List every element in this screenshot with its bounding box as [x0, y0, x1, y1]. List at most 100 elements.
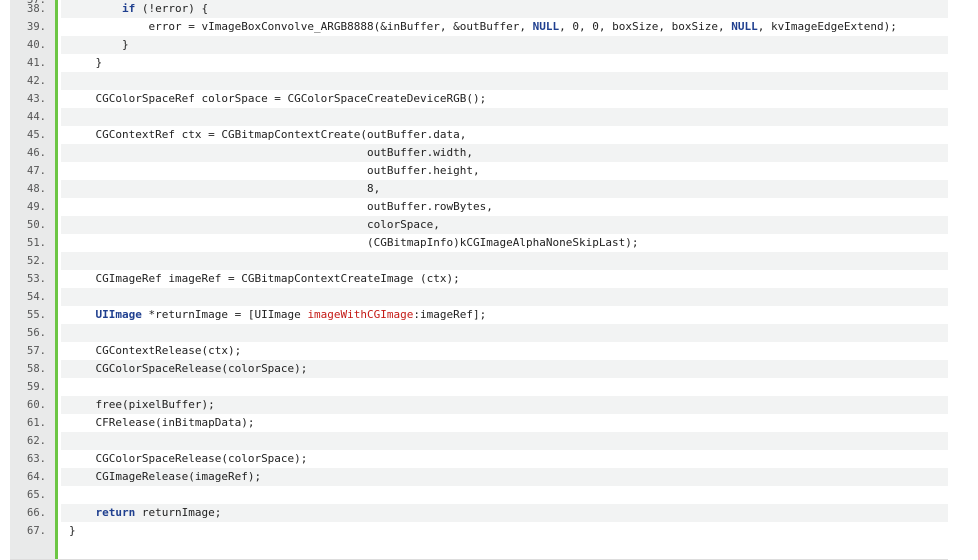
line-code: free(pixelBuffer); — [61, 396, 948, 414]
code-line: 54. — [10, 288, 948, 306]
line-code: if (!error) { — [61, 0, 948, 18]
indent-space — [69, 488, 96, 501]
code-token: CGColorSpaceRelease(colorSpace); — [95, 362, 308, 375]
indent-space — [69, 380, 96, 393]
line-code: 8, — [61, 180, 948, 198]
line-code: CGImageRelease(imageRef); — [61, 468, 948, 486]
code-token: (!error) { — [135, 2, 209, 15]
code-line: 44. — [10, 108, 948, 126]
code-line: 56. — [10, 324, 948, 342]
code-line: 63. CGColorSpaceRelease(colorSpace); — [10, 450, 948, 468]
code-token: outBuffer.height, — [95, 164, 480, 177]
line-number: 50. — [27, 219, 46, 231]
line-number: 55. — [27, 309, 46, 321]
code-token: outBuffer.rowBytes, — [95, 200, 493, 213]
line-number: 67. — [27, 525, 46, 537]
code-line: 42. — [10, 72, 948, 90]
line-number: 46. — [27, 147, 46, 159]
indent-space — [69, 146, 96, 159]
code-token: CFRelease(inBitmapData); — [95, 416, 255, 429]
line-number: 42. — [27, 75, 46, 87]
line-number: 65. — [27, 489, 46, 501]
code-token: colorSpace, — [95, 218, 440, 231]
code-line: 62. — [10, 432, 948, 450]
line-code: } — [61, 36, 948, 54]
indent-space — [69, 344, 96, 357]
code-line: 50. colorSpace, — [10, 216, 948, 234]
indent-space — [69, 2, 96, 15]
line-number: 44. — [27, 111, 46, 123]
indent-space — [69, 308, 96, 321]
code-line: 39. error = vImageBoxConvolve_ARGB8888(&… — [10, 18, 948, 36]
line-code — [61, 432, 948, 450]
indent-space — [69, 452, 96, 465]
code-token: return — [95, 506, 136, 519]
line-number: 48. — [27, 183, 46, 195]
line-code: colorSpace, — [61, 216, 948, 234]
code-token: CGColorSpaceRef colorSpace = CGColorSpac… — [95, 92, 487, 105]
indent-space — [69, 74, 96, 87]
line-number: 41. — [27, 57, 46, 69]
code-token: CGColorSpaceRelease(colorSpace); — [95, 452, 308, 465]
code-line: 38. if (!error) { — [10, 0, 948, 18]
code-line: 52. — [10, 252, 948, 270]
line-code: CGColorSpaceRef colorSpace = CGColorSpac… — [61, 90, 948, 108]
line-code: } — [61, 522, 948, 540]
line-code: outBuffer.width, — [61, 144, 948, 162]
line-number: 59. — [27, 381, 46, 393]
indent-space — [69, 200, 96, 213]
line-code — [61, 288, 948, 306]
code-line: 59. — [10, 378, 948, 396]
code-token: :imageRef]; — [413, 308, 487, 321]
line-number: 64. — [27, 471, 46, 483]
indent-space — [69, 218, 96, 231]
indent-space — [69, 56, 96, 69]
line-code: outBuffer.rowBytes, — [61, 198, 948, 216]
code-token: , kvImageEdgeExtend); — [757, 20, 897, 33]
line-code: CGColorSpaceRelease(colorSpace); — [61, 360, 948, 378]
line-code: return returnImage; — [61, 504, 948, 522]
code-token: *returnImage = [UIImage — [141, 308, 308, 321]
line-code: CGImageRef imageRef = CGBitmapContextCre… — [61, 270, 948, 288]
code-area — [58, 0, 948, 560]
code-line: 40. } — [10, 36, 948, 54]
code-token: } — [69, 524, 76, 537]
indent-space — [69, 470, 96, 483]
indent-space — [69, 506, 96, 519]
code-token: CGContextRef ctx = CGBitmapContextCreate… — [95, 128, 467, 141]
code-line: 64. CGImageRelease(imageRef); — [10, 468, 948, 486]
line-number: 63. — [27, 453, 46, 465]
code-token: NULL — [731, 20, 758, 33]
code-line: 55. UIImage *returnImage = [UIImage imag… — [10, 306, 948, 324]
line-code — [61, 108, 948, 126]
indent-space — [69, 38, 96, 51]
line-number: 66. — [27, 507, 46, 519]
indent-space — [69, 362, 96, 375]
line-code — [61, 324, 948, 342]
indent-space — [69, 182, 96, 195]
code-line: 46. outBuffer.width, — [10, 144, 948, 162]
indent-space — [69, 272, 96, 285]
indent-space — [69, 110, 96, 123]
line-number: 51. — [27, 237, 46, 249]
line-number: 47. — [27, 165, 46, 177]
code-token: if — [122, 2, 136, 15]
code-token: error = vImageBoxConvolve_ARGB8888(&inBu… — [95, 20, 533, 33]
line-number: 57. — [27, 345, 46, 357]
code-line: 51. (CGBitmapInfo)kCGImageAlphaNoneSkipL… — [10, 234, 948, 252]
indent-space — [69, 254, 96, 267]
line-number: 45. — [27, 129, 46, 141]
code-line: 57. CGContextRelease(ctx); — [10, 342, 948, 360]
code-line: 48. 8, — [10, 180, 948, 198]
code-line: 58. CGColorSpaceRelease(colorSpace); — [10, 360, 948, 378]
line-code — [61, 378, 948, 396]
line-number: 61. — [27, 417, 46, 429]
line-number: 43. — [27, 93, 46, 105]
code-token — [96, 2, 123, 15]
code-token: imageWithCGImage — [307, 308, 414, 321]
code-token: (CGBitmapInfo)kCGImageAlphaNoneSkipLast)… — [95, 236, 639, 249]
code-line: 67.} — [10, 522, 948, 540]
line-code: } — [61, 54, 948, 72]
code-token: CGImageRef imageRef = CGBitmapContextCre… — [95, 272, 460, 285]
